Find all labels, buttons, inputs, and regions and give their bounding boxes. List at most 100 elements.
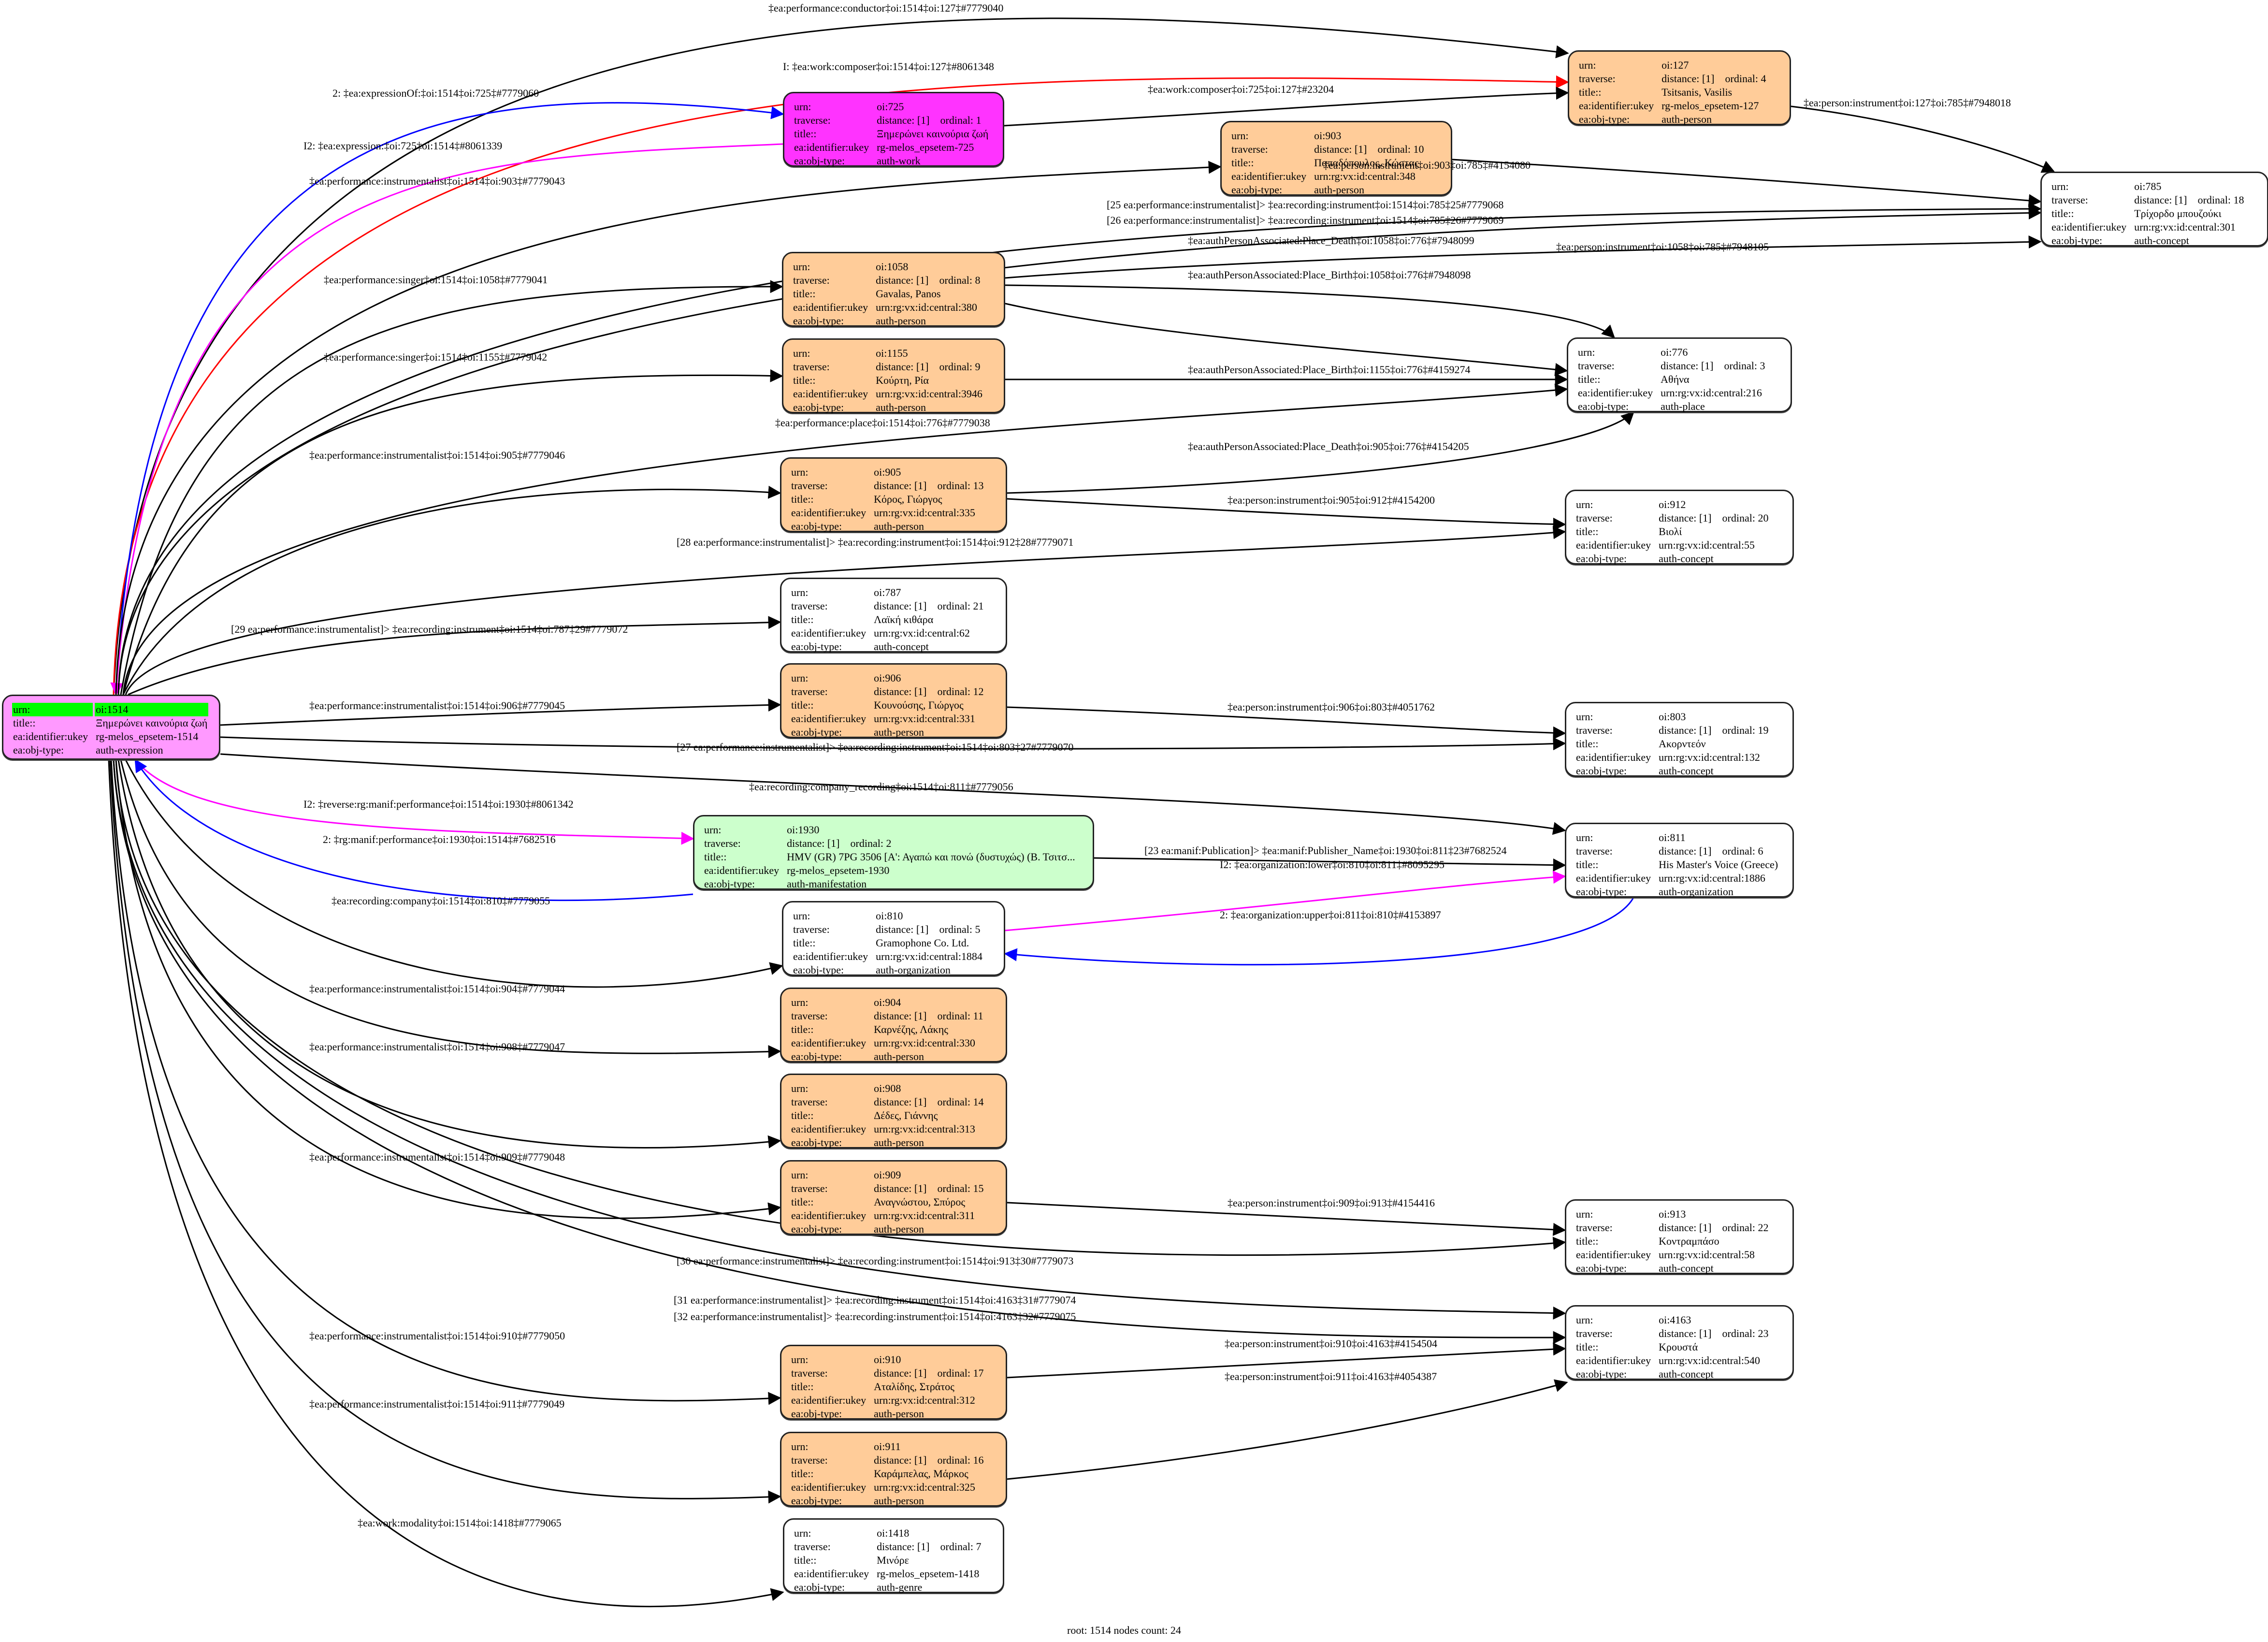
edge-label: ‡ea:person:instrument‡oi:911‡oi:4163‡#40… bbox=[1225, 1370, 1437, 1382]
node-ukey-label: ea:identifier:ukey bbox=[1231, 170, 1307, 182]
node-ordinal: ordinal: 10 bbox=[1377, 143, 1424, 155]
node-type-label: ea:obj-type: bbox=[791, 640, 842, 653]
edge-label: ‡ea:recording:company‡oi:1514‡oi:810‡#77… bbox=[332, 895, 550, 907]
node-urn-value: oi:908 bbox=[874, 1082, 901, 1094]
node-urn-label: urn: bbox=[791, 1082, 809, 1094]
node-traverse-label: traverse: bbox=[1231, 143, 1268, 155]
edge-label: 2: ‡ea:expressionOf:‡oi:1514‡oi:725‡#777… bbox=[332, 87, 539, 99]
node-urn-value: oi:904 bbox=[874, 996, 901, 1008]
node-type-label: ea:obj-type: bbox=[791, 1223, 842, 1235]
node-title-value: Ακορντεόν bbox=[1659, 738, 1706, 750]
node-title-label: title:: bbox=[793, 937, 816, 949]
node-urn-value: oi:1058 bbox=[876, 261, 909, 273]
graph-edge bbox=[122, 485, 781, 695]
edge-label: ‡ea:person:instrument‡oi:1058‡oi:785‡#79… bbox=[1556, 241, 1769, 253]
graph-edge bbox=[1004, 897, 1634, 966]
node-traverse-value: distance: [1]ordinal: 2 bbox=[786, 837, 1076, 850]
node-type-value: auth-organization bbox=[1659, 886, 1734, 898]
node-urn-label: urn: bbox=[794, 101, 811, 113]
node-ukey-label: ea:identifier:ukey bbox=[1576, 1354, 1651, 1366]
node-type-label: ea:obj-type: bbox=[1576, 1368, 1627, 1380]
node-type-value: auth-person bbox=[874, 726, 925, 738]
node-ukey-label: ea:identifier:ukey bbox=[794, 141, 869, 153]
node-urn-value: oi:905 bbox=[874, 466, 901, 478]
node-title-value: Καράμπελας, Μάρκος bbox=[874, 1468, 968, 1480]
node-ordinal: ordinal: 20 bbox=[1722, 512, 1769, 524]
edge-label: ‡ea:recording:company_recording‡oi:1514‡… bbox=[749, 781, 1013, 793]
edge-label: ‡ea:performance:instrumentalist‡oi:1514‡… bbox=[309, 175, 565, 187]
node-traverse-label: traverse: bbox=[794, 114, 831, 126]
node-urn-value: oi:787 bbox=[874, 586, 901, 598]
graph-edge bbox=[115, 759, 781, 1219]
node-urn-value: oi:127 bbox=[1661, 59, 1689, 71]
node-traverse-value: distance: [1]ordinal: 17 bbox=[873, 1366, 984, 1380]
node-ukey-value: urn:rg:vx:id:central:132 bbox=[1659, 751, 1760, 763]
node-type-value: auth-person bbox=[874, 1050, 925, 1062]
graph-edge bbox=[115, 160, 1222, 695]
edge-label: ‡ea:work:composer‡oi:725‡oi:127‡#23204 bbox=[1148, 83, 1334, 95]
graph-edge bbox=[110, 759, 781, 1405]
node-title-label: title:: bbox=[1576, 525, 1599, 538]
node-traverse-value: distance: [1]ordinal: 23 bbox=[1658, 1327, 1769, 1340]
node-ordinal: ordinal: 13 bbox=[937, 480, 984, 492]
node-traverse-value: distance: [1]ordinal: 20 bbox=[1658, 511, 1769, 525]
graph-edge bbox=[1007, 706, 1566, 740]
node-urn-value: oi:803 bbox=[1659, 711, 1686, 723]
graph-edge bbox=[115, 759, 1566, 1256]
graph-edge bbox=[134, 758, 693, 901]
node-type-value: auth-person bbox=[1314, 184, 1365, 196]
graph-edge bbox=[122, 369, 783, 695]
node-ukey-value: urn:rg:vx:id:central:380 bbox=[876, 301, 977, 313]
node-ukey-value: urn:rg:vx:id:central:540 bbox=[1659, 1354, 1760, 1366]
node-title-label: title:: bbox=[1578, 373, 1601, 385]
node-ordinal: ordinal: 4 bbox=[1725, 73, 1766, 85]
node-title-label: title:: bbox=[791, 1023, 814, 1035]
node-ukey-value: urn:rg:vx:id:central:1884 bbox=[876, 950, 982, 962]
node-title-value: Καρνέζης, Λάκης bbox=[874, 1023, 948, 1035]
node-title-value: Κοντραμπάσο bbox=[1659, 1235, 1719, 1247]
edge-label: ‡ea:work:modality‡oi:1514‡oi:1418‡#77790… bbox=[358, 1517, 562, 1529]
graph-edge bbox=[1007, 1342, 1566, 1379]
node-ordinal: ordinal: 18 bbox=[2197, 194, 2244, 206]
node-urn-label: urn: bbox=[791, 466, 809, 478]
node-ukey-value: rg-melos_epsetem-1930 bbox=[787, 864, 890, 876]
node-urn-label: urn: bbox=[1576, 498, 1593, 510]
graph-footer-summary: root: 1514 nodes count: 24 bbox=[1067, 1624, 1181, 1636]
node-ukey-label: ea:identifier:ukey bbox=[1576, 1249, 1651, 1261]
node-type-label: ea:obj-type: bbox=[793, 315, 844, 327]
node-urn-value: oi:785 bbox=[2134, 180, 2162, 192]
node-distance: distance: [1] bbox=[876, 923, 929, 935]
node-ukey-value: rg-melos_epsetem-725 bbox=[877, 141, 974, 153]
node-ukey-value: urn:rg:vx:id:central:311 bbox=[874, 1209, 975, 1221]
node-urn-label: urn: bbox=[12, 703, 93, 716]
node-ukey-value: urn:rg:vx:id:central:3946 bbox=[876, 388, 982, 400]
node-ukey-value: rg-melos_epsetem-1514 bbox=[96, 730, 199, 742]
node-ukey-label: ea:identifier:ukey bbox=[1576, 539, 1651, 551]
edge-label: [25 ea:performance:instrumentalist]> ‡ea… bbox=[1107, 199, 1504, 211]
node-type-label: ea:obj-type: bbox=[793, 401, 844, 413]
